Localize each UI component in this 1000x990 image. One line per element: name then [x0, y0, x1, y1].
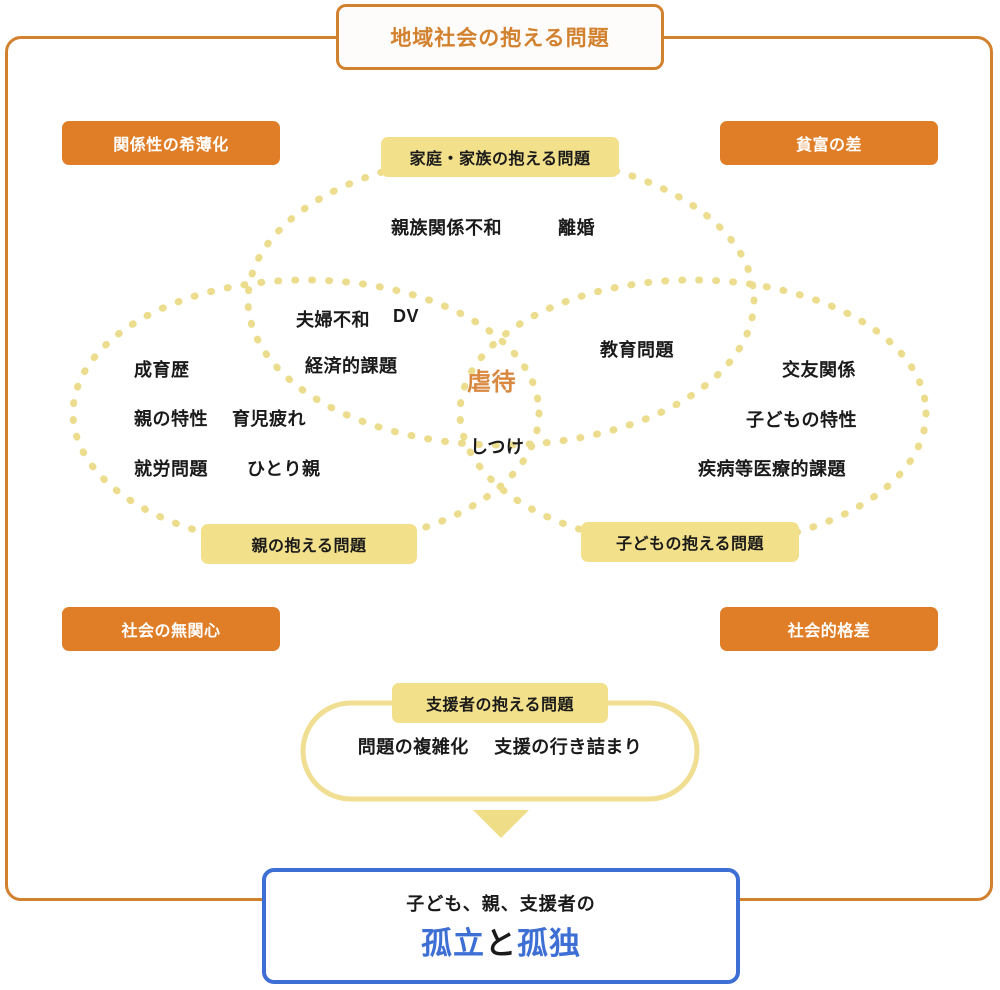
- node-parent-1: 親の特性: [134, 409, 208, 429]
- node-supporter-0: 問題の複雑化: [357, 737, 469, 757]
- node-child-2: 子どもの特性: [746, 410, 857, 430]
- node-center-discipline: しつけ: [470, 437, 525, 457]
- node-child-0: 教育問題: [600, 340, 674, 360]
- node-family-1: 離婚: [558, 218, 595, 238]
- node-child-1: 交友関係: [782, 360, 856, 380]
- conclusion-word-loneliness: 孤独: [517, 925, 581, 961]
- node-parent-4: ひとり親: [247, 459, 321, 479]
- chip-label: 社会的格差: [787, 623, 871, 640]
- node-overlap-2: 経済的課題: [305, 356, 398, 376]
- conclusion-box[interactable]: 子ども、親、支援者の 孤立と孤独: [262, 868, 740, 984]
- group-label-text: 親の抱える問題: [251, 538, 367, 555]
- group-label-family[interactable]: 家庭・家族の抱える問題: [381, 137, 619, 177]
- conclusion-word-isolation: 孤立: [421, 925, 485, 961]
- conclusion-conjunction: と: [485, 925, 517, 961]
- conclusion-subtitle: 子ども、親、支援者の: [406, 893, 596, 914]
- group-label-parent[interactable]: 親の抱える問題: [201, 524, 417, 564]
- node-overlap-0: 夫婦不和: [296, 310, 370, 330]
- node-overlap-1: DV: [393, 306, 420, 326]
- chip-label: 社会の無関心: [121, 623, 221, 640]
- chip-label: 関係性の希薄化: [113, 137, 229, 154]
- chip-relationship-thinning[interactable]: 関係性の希薄化: [62, 121, 280, 165]
- node-parent-3: 就労問題: [134, 459, 208, 479]
- node-parent-2: 育児疲れ: [232, 409, 306, 429]
- chip-wealth-gap[interactable]: 貧富の差: [720, 121, 938, 165]
- node-child-3: 疾病等医療的課題: [698, 459, 846, 479]
- node-parent-0: 成育歴: [134, 360, 190, 380]
- conclusion-headline: 孤立と孤独: [421, 918, 581, 963]
- chip-social-apathy[interactable]: 社会の無関心: [62, 607, 280, 651]
- node-supporter-1: 支援の行き詰まり: [494, 737, 643, 757]
- page-title-label: 地域社会の抱える問題: [390, 27, 610, 50]
- chip-social-disparity[interactable]: 社会的格差: [720, 607, 938, 651]
- group-label-child[interactable]: 子どもの抱える問題: [581, 522, 799, 562]
- node-center-abuse: 虐待: [467, 369, 516, 396]
- chip-label: 貧富の差: [795, 137, 862, 154]
- group-label-text: 家庭・家族の抱える問題: [409, 151, 591, 168]
- supporter-items: 問題の複雑化 支援の行き詰まり: [300, 733, 700, 759]
- group-label-text: 子どもの抱える問題: [615, 536, 765, 553]
- page-title: 地域社会の抱える問題: [336, 4, 664, 70]
- group-label-supporter[interactable]: 支援者の抱える問題: [392, 683, 608, 723]
- group-label-text: 支援者の抱える問題: [425, 697, 575, 714]
- node-family-0: 親族関係不和: [391, 218, 502, 238]
